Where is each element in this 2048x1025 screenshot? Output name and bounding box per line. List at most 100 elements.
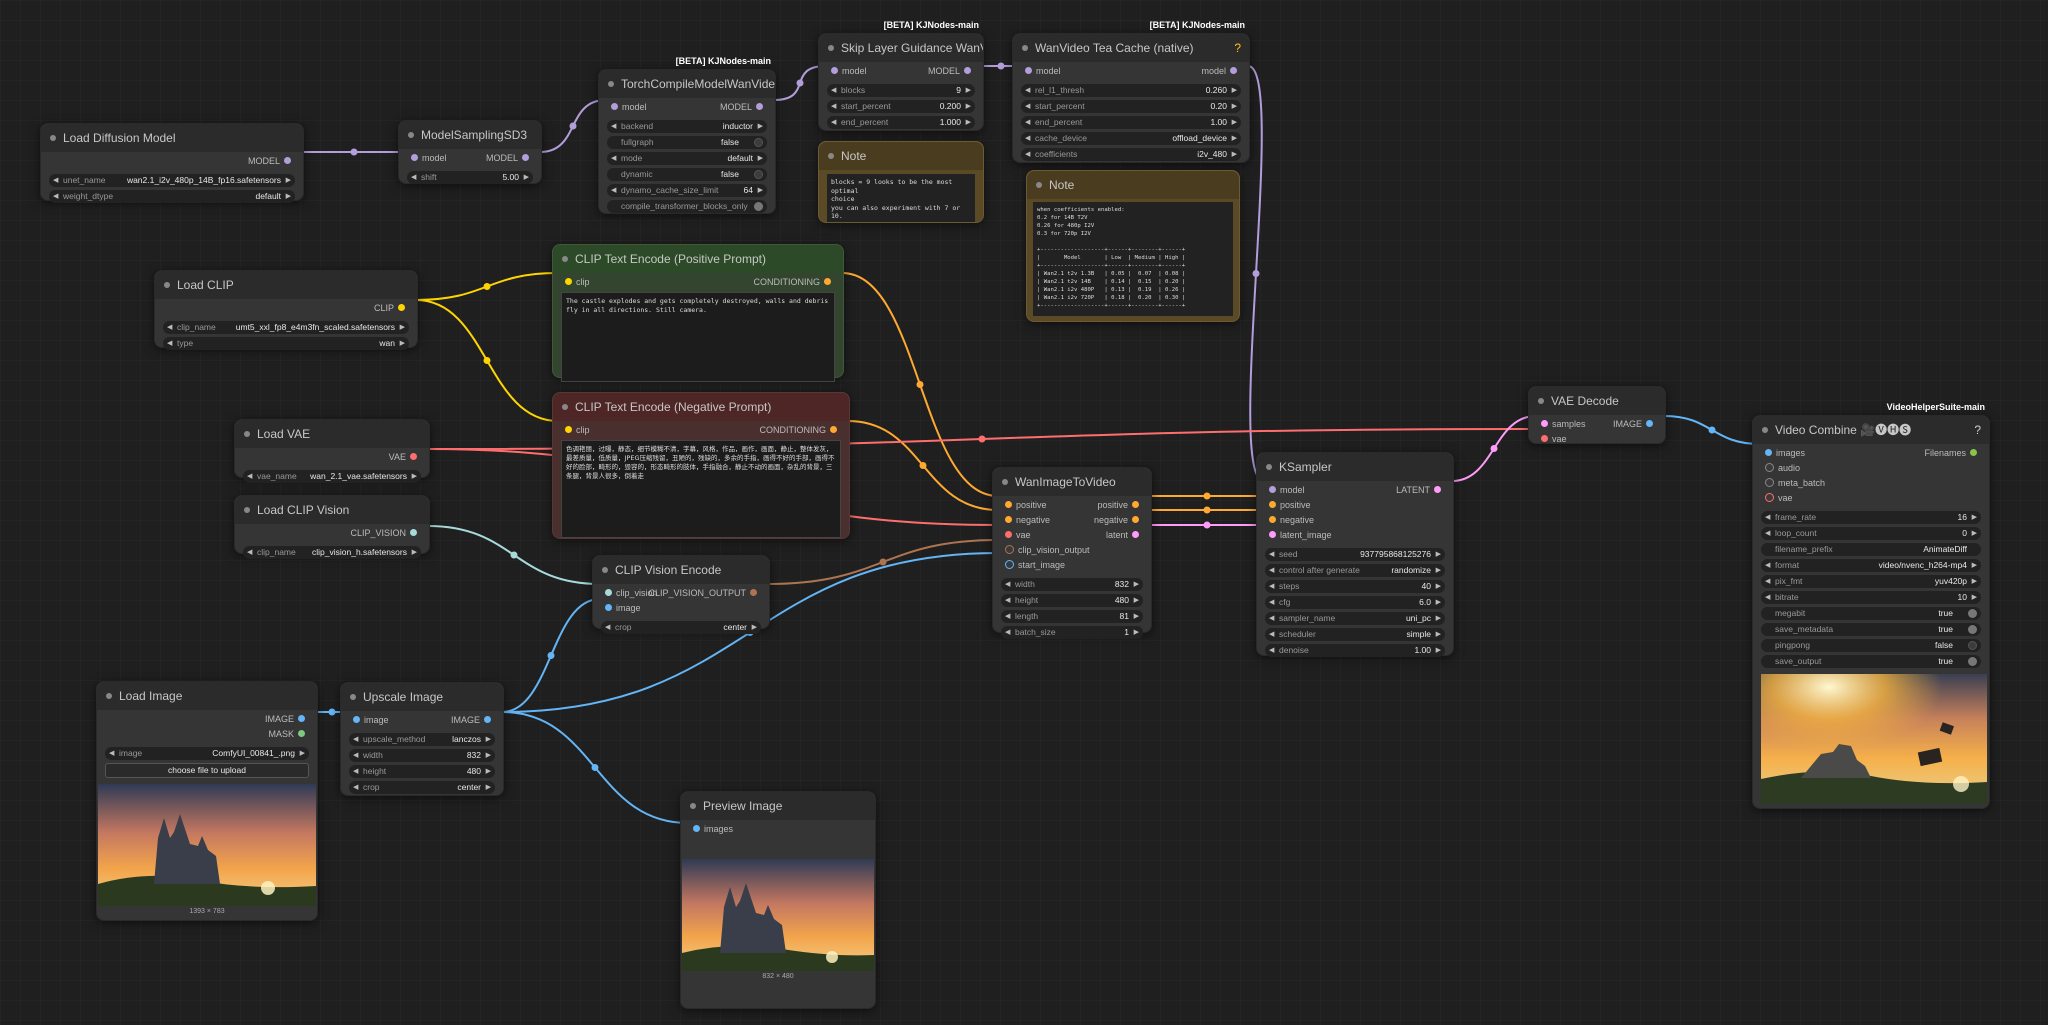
image-link-upscale-midpoint[interactable]	[328, 708, 336, 716]
latent-link-ks-midpoint[interactable]	[1203, 521, 1211, 529]
meta-batch-input-socket[interactable]	[1765, 478, 1774, 488]
images-input-socket[interactable]	[693, 825, 700, 833]
clip-output-socket[interactable]	[398, 304, 405, 312]
node-title[interactable]: Load Image	[97, 682, 317, 710]
images-input-socket[interactable]	[1765, 449, 1772, 457]
model-input-socket[interactable]	[1025, 67, 1032, 75]
node-note-coefficients[interactable]: Note when coefficients enabled: 0.2 for …	[1026, 170, 1240, 322]
model-link-3-midpoint[interactable]	[796, 79, 804, 87]
node-load-clip-vision[interactable]: Load CLIP Vision CLIP_VISION clip_namecl…	[234, 495, 430, 559]
positive-input-socket[interactable]	[1005, 501, 1012, 509]
model-output-socket[interactable]	[1230, 67, 1237, 75]
node-title[interactable]: WanVideo Tea Cache (native)?	[1013, 34, 1249, 62]
image-input-socket[interactable]	[353, 716, 360, 724]
model-input-socket[interactable]	[831, 67, 838, 75]
node-load-vae[interactable]: Load VAE VAE vae_namewan_2.1_vae.safeten…	[234, 419, 430, 483]
model-input-socket[interactable]	[611, 103, 618, 111]
clip-link-pos[interactable]	[415, 272, 559, 301]
node-title[interactable]: Note	[819, 142, 983, 170]
note-text[interactable]: blocks = 9 looks to be the most optimal …	[827, 174, 975, 222]
negative-input-socket[interactable]	[1269, 516, 1276, 524]
node-title[interactable]: Load Diffusion Model	[41, 124, 303, 152]
vae-input-socket[interactable]	[1005, 531, 1012, 539]
node-title[interactable]: Preview Image	[681, 792, 875, 820]
conditioning-output-socket[interactable]	[830, 426, 837, 434]
node-title[interactable]: CLIP Vision Encode	[593, 556, 769, 584]
mask-output-socket[interactable]	[298, 730, 305, 738]
node-title[interactable]: TorchCompileModelWanVideo	[599, 70, 775, 98]
image-link-encode[interactable]	[501, 598, 601, 713]
node-title[interactable]: ModelSamplingSD3	[399, 121, 541, 149]
start-image-input-socket[interactable]	[1005, 560, 1014, 570]
model-socket[interactable]	[284, 157, 291, 165]
clip-vision-output-link[interactable]	[767, 539, 999, 585]
clip-vision-link-midpoint[interactable]	[510, 551, 518, 559]
node-title[interactable]: CLIP Text Encode (Positive Prompt)	[553, 245, 843, 273]
clip-input-socket[interactable]	[565, 278, 572, 286]
image-output-socket[interactable]	[298, 715, 305, 723]
node-load-clip[interactable]: Load CLIP CLIP clip_nameumt5_xxl_fp8_e4m…	[154, 270, 418, 350]
positive-link-ks-midpoint[interactable]	[1203, 492, 1211, 500]
model-link-2-midpoint[interactable]	[569, 122, 577, 130]
clip-input-socket[interactable]	[565, 426, 572, 434]
node-title[interactable]: Note	[1027, 171, 1239, 199]
help-icon[interactable]: ?	[1974, 423, 1981, 437]
latent-link-decode[interactable]	[1451, 415, 1537, 482]
node-title[interactable]: Load VAE	[235, 420, 429, 448]
node-title[interactable]: Video Combine 🎥🅥🅗🅢?	[1753, 416, 1989, 444]
vae-link-decode-midpoint[interactable]	[978, 435, 986, 443]
model-link-4-midpoint[interactable]	[997, 62, 1005, 70]
clip-link-neg-midpoint[interactable]	[483, 357, 491, 364]
model-link-2[interactable]	[539, 99, 607, 153]
note-text[interactable]: when coefficients enabled: 0.2 for 14B T…	[1033, 202, 1233, 316]
positive-input-socket[interactable]	[1269, 501, 1276, 509]
node-note-blocks[interactable]: Note blocks = 9 looks to be the most opt…	[818, 141, 984, 223]
model-input-socket[interactable]	[411, 154, 418, 162]
node-title[interactable]: Load CLIP	[155, 271, 417, 299]
node-title[interactable]: Load CLIP Vision	[235, 496, 429, 524]
clip-link-neg[interactable]	[415, 299, 559, 422]
upload-button[interactable]: choose file to upload	[105, 763, 309, 778]
positive-output-socket[interactable]	[1132, 501, 1139, 509]
clip-vision-output-socket[interactable]	[410, 529, 417, 537]
model-output-socket[interactable]	[756, 103, 763, 111]
image-link-combine-midpoint[interactable]	[1708, 426, 1716, 434]
latent-output-socket[interactable]	[1434, 486, 1441, 494]
node-title[interactable]: Skip Layer Guidance WanVideo	[819, 34, 983, 62]
vae-output-socket[interactable]	[410, 453, 417, 461]
audio-input-socket[interactable]	[1765, 463, 1774, 473]
latent-link-decode-midpoint[interactable]	[1490, 445, 1498, 452]
model-input-socket[interactable]	[1269, 486, 1276, 494]
clip-vision-input-socket[interactable]	[605, 589, 612, 597]
model-link-5[interactable]	[1247, 65, 1265, 482]
clip-name-widget[interactable]: clip_nameumt5_xxl_fp8_e4m3fn_scaled.safe…	[163, 321, 409, 334]
compile-blocks-toggle[interactable]: compile_transformer_blocks_onlytrue	[607, 200, 767, 213]
node-preview-image[interactable]: Preview Image images 832 × 480	[680, 791, 876, 1009]
video-preview[interactable]	[1761, 674, 1987, 804]
